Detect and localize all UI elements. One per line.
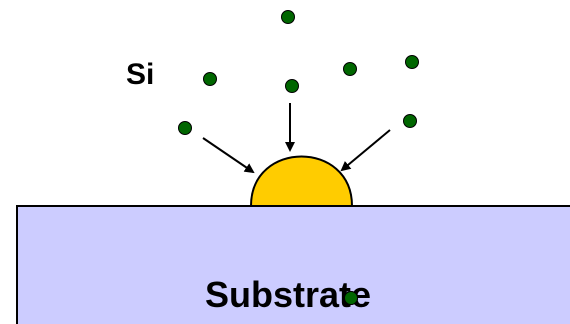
si-atom	[403, 114, 417, 128]
substrate-label: Substrate	[205, 274, 372, 315]
si-atom	[343, 62, 357, 76]
si-atom	[281, 10, 295, 24]
si-atom	[203, 72, 217, 86]
si-atom	[405, 55, 419, 69]
si-label: Si	[126, 58, 155, 91]
catalyst-droplet	[249, 155, 354, 207]
substrate	[16, 205, 570, 324]
arrow-left	[202, 137, 255, 174]
arrow-right	[340, 129, 391, 172]
si-atom	[178, 121, 192, 135]
si-atom	[285, 79, 299, 93]
